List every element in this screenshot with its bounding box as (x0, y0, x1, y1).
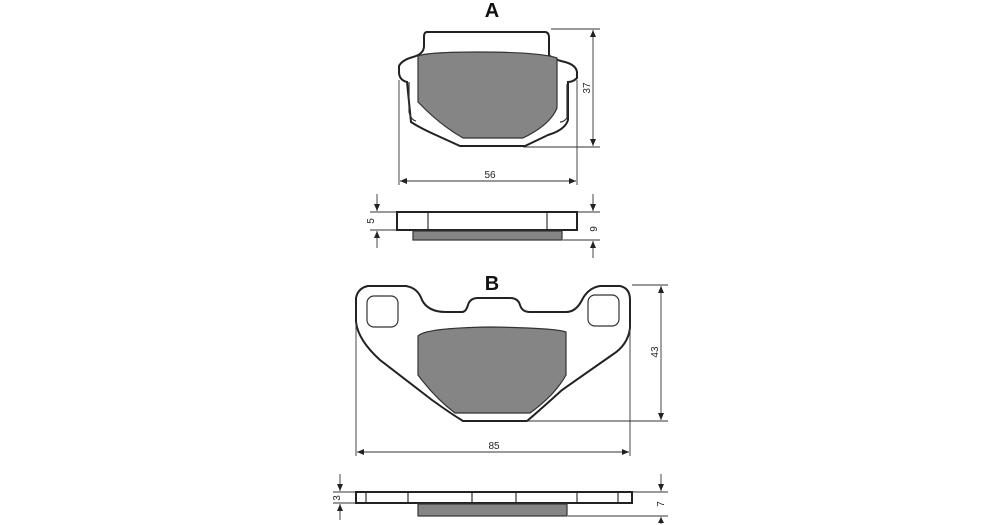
part-b-label: B (485, 273, 499, 295)
part-a-label: A (485, 0, 499, 22)
part-a-width-value: 56 (484, 170, 496, 181)
part-b-backing-thickness-value: 3 (332, 495, 343, 501)
part-b-height-dimension: 43 (526, 284, 668, 422)
part-a-total-thickness-value: 9 (589, 226, 600, 232)
part-a-height-value: 37 (582, 82, 593, 94)
part-a-backing-thickness-dimension: 5 (366, 194, 396, 248)
part-b-backing-thickness-dimension: 3 (332, 474, 355, 520)
part-b-width-value: 85 (488, 441, 500, 452)
part-b-side-dividers (365, 493, 619, 502)
part-a-height-dimension: 37 (523, 28, 600, 148)
part-a-side-backing-plate (396, 211, 578, 231)
part-b-friction-material (417, 326, 567, 414)
part-a-friction-material (417, 51, 558, 139)
part-a-width-dimension: 56 (398, 80, 578, 185)
part-a-backing-thickness-value: 5 (366, 218, 377, 224)
part-b-total-thickness-dimension: 7 (568, 474, 668, 524)
part-a-right-ear-notch (559, 84, 568, 123)
part-a-total-thickness-dimension: 9 (563, 194, 600, 258)
part-a-side-friction (412, 230, 563, 241)
part-b-side-backing-plate (355, 491, 633, 504)
part-b-height-value: 43 (650, 346, 661, 358)
part-b-left-mounting-hole (366, 295, 399, 328)
part-b-total-thickness-value: 7 (656, 501, 667, 507)
part-b-side-friction (417, 503, 568, 517)
part-b-width-dimension: 85 (355, 322, 631, 456)
part-b-right-mounting-hole (587, 294, 620, 327)
part-a-left-ear-notch (408, 82, 417, 122)
